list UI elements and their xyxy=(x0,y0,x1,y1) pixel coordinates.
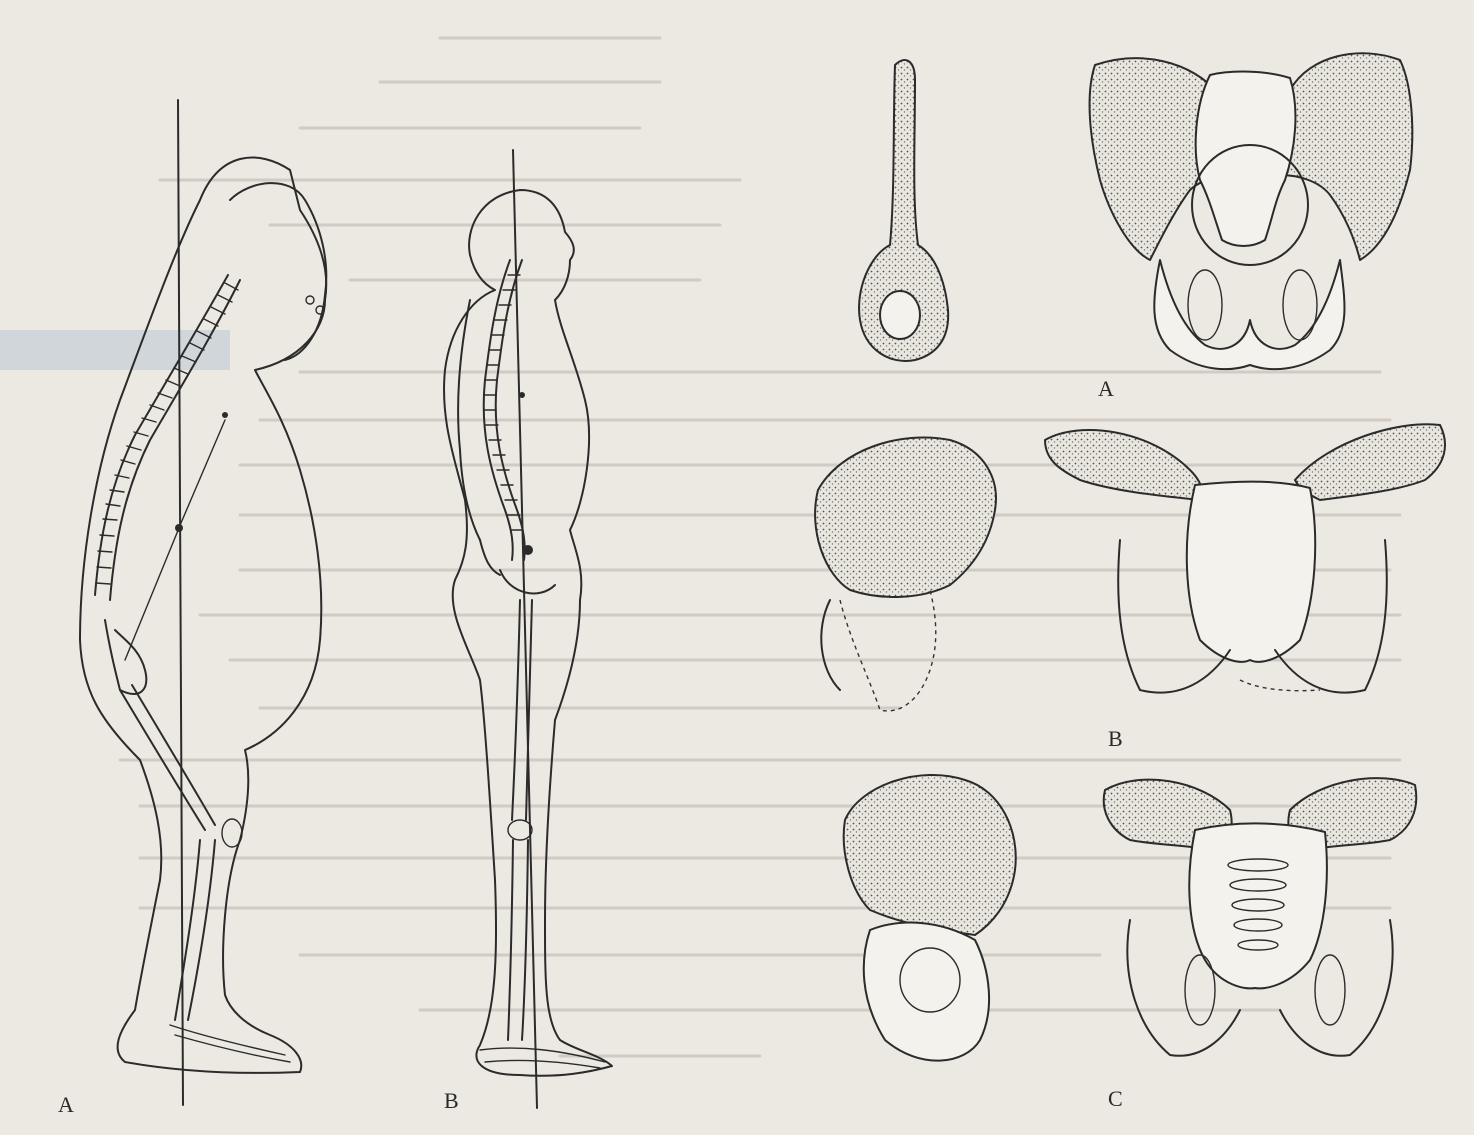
pelvis-b-illustration xyxy=(815,424,1445,711)
right-figure-label-b: B xyxy=(1108,728,1123,750)
left-figure-label-a: A xyxy=(58,1094,74,1116)
pelvis-c-illustration xyxy=(844,775,1417,1061)
left-figure-label-b: B xyxy=(444,1090,459,1112)
right-figure-label-a: A xyxy=(1098,378,1114,400)
pelvis-a-illustration xyxy=(859,53,1412,369)
gorilla-skeleton-profile-icon xyxy=(80,100,326,1105)
human-skeleton-profile-icon xyxy=(444,150,612,1108)
right-figure-label-c: C xyxy=(1108,1088,1123,1110)
